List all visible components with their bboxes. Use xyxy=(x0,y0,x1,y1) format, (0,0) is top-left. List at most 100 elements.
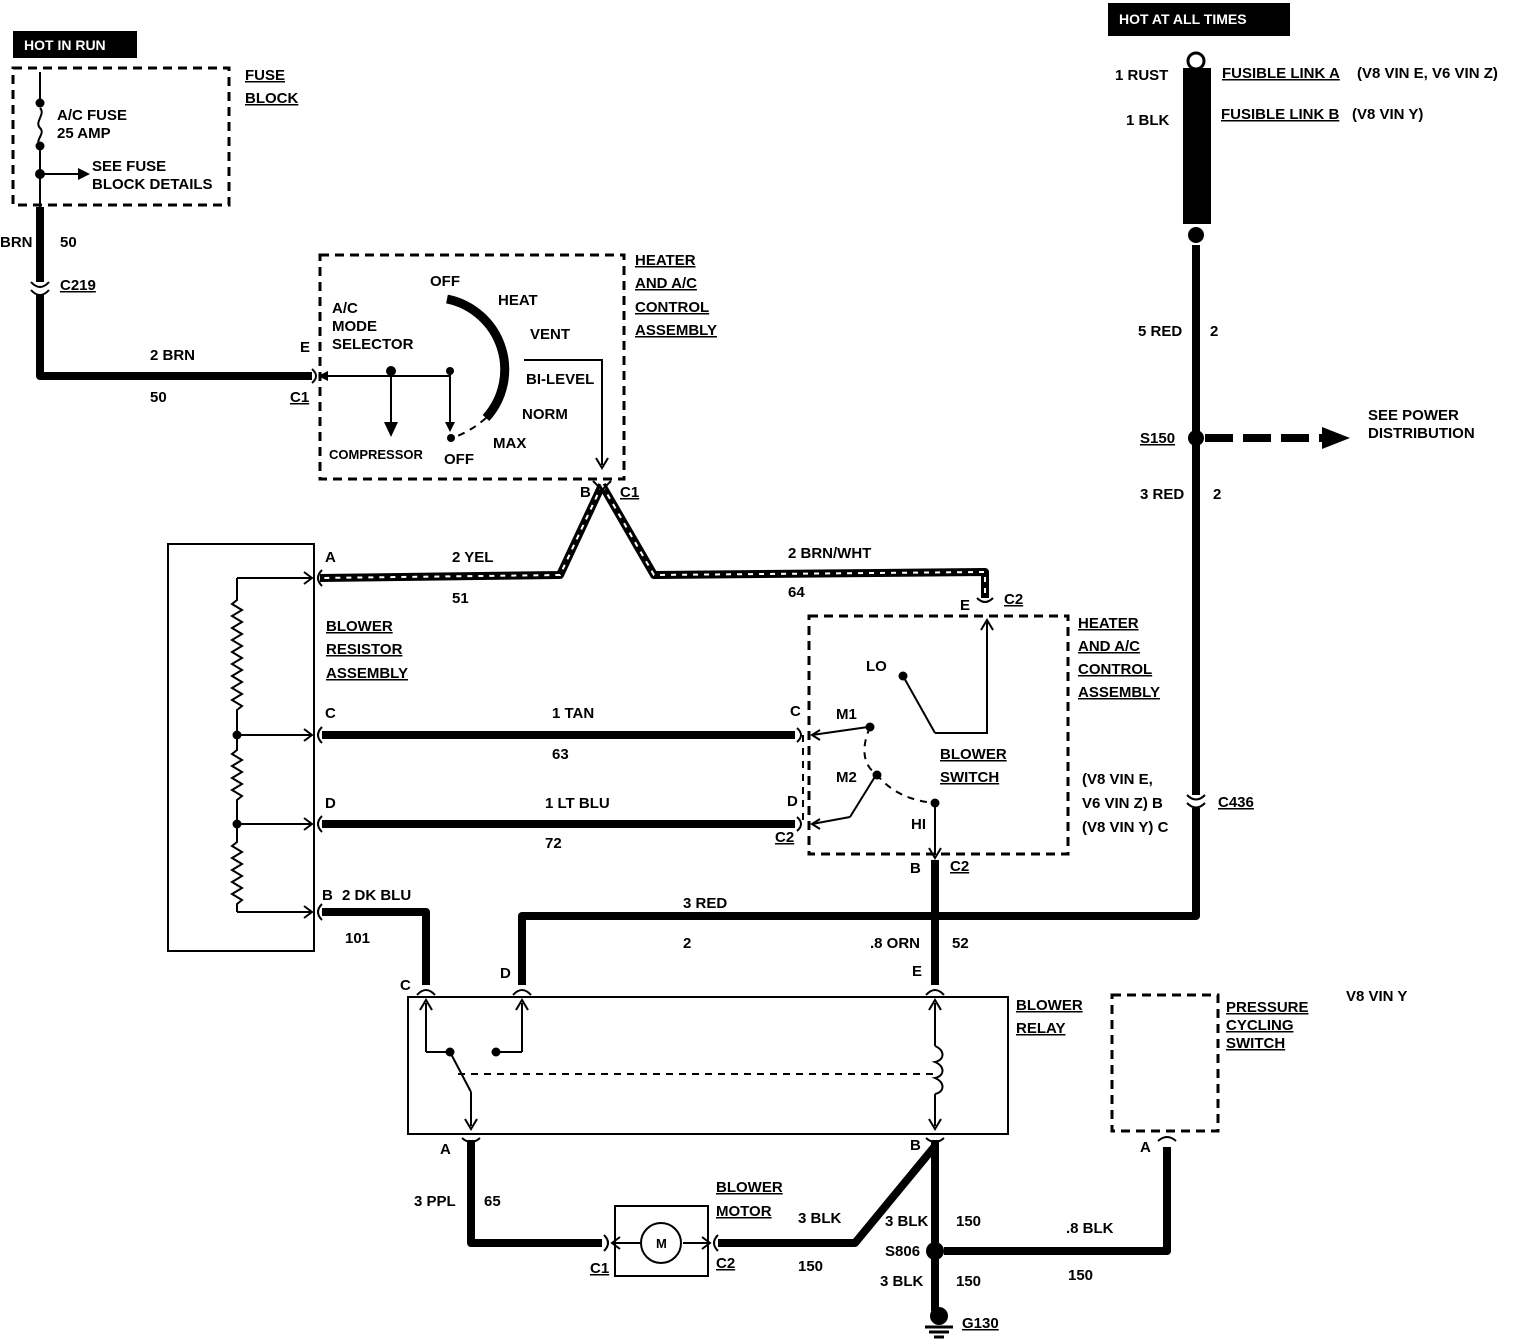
fuse-details-note: SEE FUSE xyxy=(92,158,166,175)
wire-label-3-blk-motor: 3 BLK xyxy=(798,1210,842,1227)
fusible-link-b-note: (V8 VIN Y) xyxy=(1352,106,1423,123)
pin-c-relay: C xyxy=(400,977,411,994)
switch-hi-label: HI xyxy=(911,816,926,833)
connector-c2-label-top: C2 xyxy=(1004,591,1023,608)
pin-b-resistor: B xyxy=(322,887,333,904)
wire-label-5-red: 5 RED xyxy=(1138,323,1182,340)
pressure-switch-note: V8 VIN Y xyxy=(1346,988,1407,1005)
pin-a-pressure-switch: A xyxy=(1140,1139,1151,1156)
circuit-label-50: 50 xyxy=(60,234,77,251)
connector-c1-motor: C1 xyxy=(590,1260,609,1277)
wire-label-8-blk: .8 BLK xyxy=(1066,1220,1114,1237)
control-assembly-title-2: AND A/C xyxy=(635,275,697,292)
fuse-details-note-2: BLOCK DETAILS xyxy=(92,176,213,193)
connector-c219-label: C219 xyxy=(60,277,96,294)
wire-label-3-ppl: 3 PPL xyxy=(414,1193,456,1210)
blower-switch-title-1: BLOWER xyxy=(940,746,1007,763)
mode-norm-label: NORM xyxy=(522,406,568,423)
mode-heat-label: HEAT xyxy=(498,292,538,309)
mode-vent-label: VENT xyxy=(530,326,570,343)
pin-d-resistor: D xyxy=(325,795,336,812)
arrow-down-icon xyxy=(384,422,398,437)
fusible-link-a-wire: 1 RUST xyxy=(1115,67,1168,84)
fuse-symbol-icon xyxy=(37,107,43,147)
wire-label-3-red: 3 RED xyxy=(683,895,727,912)
wire-blk-150-motor xyxy=(718,1143,939,1247)
power-distribution-note-2: DISTRIBUTION xyxy=(1368,425,1475,442)
wire-red-2-to-relay xyxy=(518,808,1200,985)
wire-label-1-lt-blu: 1 LT BLU xyxy=(545,795,610,812)
connector-c1-b-symbol xyxy=(592,480,612,492)
pressure-switch-title-3: SWITCH xyxy=(1226,1035,1285,1052)
blower-relay: BLOWER RELAY xyxy=(407,989,1083,1143)
circuit-label-101: 101 xyxy=(345,930,370,947)
blower-motor: BLOWER MOTOR M xyxy=(603,1179,783,1277)
pin-b-switch: B xyxy=(910,860,921,877)
splice-s806-icon xyxy=(926,1242,944,1260)
resistor-coil-icon xyxy=(230,578,244,912)
circuit-label-150-switch: 150 xyxy=(1068,1267,1093,1284)
pin-a-resistor: A xyxy=(325,549,336,566)
connector-c1-label-left: C1 xyxy=(290,389,309,406)
resistor-title-3: ASSEMBLY xyxy=(326,665,408,682)
circuit-label-51: 51 xyxy=(452,590,469,607)
connector-c219-symbol xyxy=(30,281,50,288)
connector-c2-label-bottom: C2 xyxy=(950,858,969,875)
wire-label-3-blk-ground: 3 BLK xyxy=(880,1273,924,1290)
blower-relay-title-2: RELAY xyxy=(1016,1020,1065,1037)
fusible-link-a-name: FUSIBLE LINK A xyxy=(1222,65,1340,82)
circuit-label-150-ground: 150 xyxy=(956,1273,981,1290)
power-distribution-note-1: SEE POWER xyxy=(1368,407,1459,424)
switch-assembly-title-1: HEATER xyxy=(1078,615,1139,632)
circuit-label-2: 2 xyxy=(683,935,691,952)
pin-e-c1: E xyxy=(300,339,310,356)
blower-switch-title-2: SWITCH xyxy=(940,769,999,786)
fuse-rating: 25 AMP xyxy=(57,125,111,142)
compressor-label: COMPRESSOR xyxy=(329,447,424,462)
pin-e-switch: E xyxy=(960,597,970,614)
fusible-link-b-name: FUSIBLE LINK B xyxy=(1221,106,1339,123)
pin-c-switch: C xyxy=(790,703,801,720)
pin-e-relay: E xyxy=(912,963,922,980)
switch-m2-label: M2 xyxy=(836,769,857,786)
fuse-name: A/C FUSE xyxy=(57,107,127,124)
circuit-label-65: 65 xyxy=(484,1193,501,1210)
motor-symbol-letter: M xyxy=(656,1236,667,1251)
hot-at-all-times-banner: HOT AT ALL TIMES xyxy=(1108,3,1290,36)
blower-motor-title-2: MOTOR xyxy=(716,1203,772,1220)
fusible-link-b-wire: 1 BLK xyxy=(1126,112,1170,129)
switch-m1-label: M1 xyxy=(836,706,857,723)
ground-g130-label: G130 xyxy=(962,1315,999,1332)
wire-label-brn: BRN xyxy=(0,234,33,251)
circuit-label-150-motor: 150 xyxy=(798,1258,823,1275)
fusible-link-icon xyxy=(1183,68,1211,224)
pin-d-switch: D xyxy=(787,793,798,810)
wire-label-3-red-right: 3 RED xyxy=(1140,486,1184,503)
connector-c2-label-left: C2 xyxy=(775,829,794,846)
wire-brn-wht-64 xyxy=(598,482,989,598)
resistor-title-2: RESISTOR xyxy=(326,641,403,658)
wire-dk-blu-101 xyxy=(322,908,430,985)
arrow-right-icon xyxy=(1322,427,1350,449)
wire-label-2-brn: 2 BRN xyxy=(150,347,195,364)
circuit-label-50-b: 50 xyxy=(150,389,167,406)
relay-contact-switch xyxy=(449,1051,472,1093)
wire-blk-150-pressure-switch xyxy=(944,1147,1171,1255)
circuit-label-52: 52 xyxy=(952,935,969,952)
blower-switch-contact xyxy=(902,675,936,734)
pin-b-relay: B xyxy=(910,1137,921,1154)
switch-assembly-title-3: CONTROL xyxy=(1078,661,1152,678)
hot-at-all-times-label: HOT AT ALL TIMES xyxy=(1119,11,1247,27)
pressure-switch-title-2: CYCLING xyxy=(1226,1017,1294,1034)
blower-switch-assembly: HEATER AND A/C CONTROL ASSEMBLY LO M1 M2… xyxy=(796,597,1160,860)
wire-label-2-brn-wht: 2 BRN/WHT xyxy=(788,545,871,562)
fuse-block: FUSE BLOCK A/C FUSE 25 AMP SEE FUSE BLOC… xyxy=(11,66,298,207)
blower-resistor-assembly: BLOWER RESISTOR ASSEMBLY xyxy=(167,543,408,952)
wire-label-8-orn: .8 ORN xyxy=(870,935,920,952)
control-assembly-title-3: CONTROL xyxy=(635,299,709,316)
hot-in-run-label: HOT IN RUN xyxy=(24,37,106,53)
mode-max-label: MAX xyxy=(493,435,526,452)
circuit-label-2-upper: 2 xyxy=(1210,323,1218,340)
connector-c436-label: C436 xyxy=(1218,794,1254,811)
